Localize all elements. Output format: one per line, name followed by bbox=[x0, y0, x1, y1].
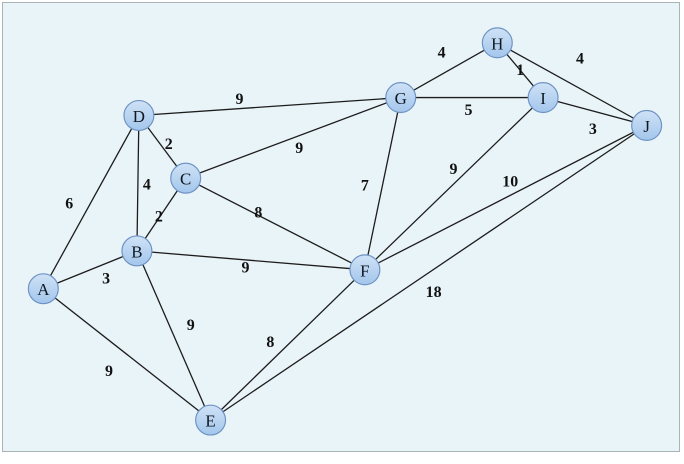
node-label-F: F bbox=[360, 261, 369, 280]
edge-weight-I-J: 3 bbox=[589, 121, 597, 138]
edge-I-J bbox=[542, 96, 647, 127]
edge-weight-G-I: 5 bbox=[464, 102, 472, 119]
node-label-G: G bbox=[395, 89, 407, 108]
edge-A-D bbox=[42, 115, 140, 290]
node-circle-A bbox=[27, 273, 59, 305]
node-circle-B bbox=[121, 235, 153, 267]
edge-A-E bbox=[42, 288, 211, 421]
node-circle-F bbox=[349, 254, 381, 286]
node-B: B bbox=[121, 235, 153, 267]
node-H: H bbox=[481, 27, 513, 59]
edge-weight-F-J: 10 bbox=[502, 174, 518, 191]
node-label-A: A bbox=[37, 280, 50, 299]
node-C: C bbox=[170, 162, 202, 194]
edge-weight-B-F: 9 bbox=[241, 259, 249, 276]
edge-D-G bbox=[138, 96, 401, 117]
node-label-C: C bbox=[180, 170, 191, 189]
node-circle-D bbox=[123, 99, 155, 132]
node-label-J: J bbox=[643, 117, 650, 136]
node-I: I bbox=[527, 82, 559, 114]
node-label-H: H bbox=[491, 34, 503, 53]
edge-E-F bbox=[210, 269, 366, 421]
edge-weight-A-D: 6 bbox=[65, 196, 73, 213]
edge-F-J bbox=[364, 124, 647, 271]
node-circle-I bbox=[527, 82, 559, 114]
node-G: G bbox=[385, 82, 417, 114]
edge-weight-C-F: 8 bbox=[254, 205, 262, 222]
node-circle-J bbox=[631, 109, 663, 141]
node-D: D bbox=[123, 99, 155, 132]
edge-A-B bbox=[43, 250, 138, 290]
edge-weight-E-F: 8 bbox=[266, 334, 274, 351]
edge-D-B bbox=[136, 115, 140, 251]
edge-weight-A-E: 9 bbox=[105, 363, 113, 380]
node-F: F bbox=[349, 254, 381, 286]
edge-weight-B-E: 9 bbox=[187, 317, 195, 334]
edge-F-I bbox=[364, 97, 544, 271]
edge-weight-H-J: 4 bbox=[576, 50, 584, 67]
node-A: A bbox=[27, 273, 59, 305]
node-label-I: I bbox=[540, 89, 546, 108]
node-circle-E bbox=[195, 404, 227, 436]
edge-weight-G-H: 4 bbox=[438, 44, 446, 61]
edge-F-G bbox=[364, 97, 402, 270]
edge-weight-C-B: 2 bbox=[155, 209, 163, 226]
edge-weight-E-J: 18 bbox=[426, 284, 442, 301]
edge-weight-F-I: 9 bbox=[450, 161, 458, 178]
edge-C-G bbox=[185, 96, 401, 179]
edge-G-H bbox=[400, 42, 498, 99]
edge-weight-C-G: 9 bbox=[295, 140, 303, 157]
node-E: E bbox=[195, 404, 227, 436]
node-label-B: B bbox=[131, 242, 142, 261]
node-J: J bbox=[631, 109, 663, 141]
edge-B-E bbox=[136, 250, 212, 421]
edge-weight-D-C: 2 bbox=[165, 136, 173, 153]
edge-E-J bbox=[210, 124, 647, 421]
edge-weight-D-B: 4 bbox=[143, 177, 151, 194]
node-label-E: E bbox=[205, 412, 215, 431]
node-circle-G bbox=[385, 82, 417, 114]
node-circle-C bbox=[170, 162, 202, 194]
edge-weight-H-I: 1 bbox=[516, 62, 524, 79]
edge-B-F bbox=[136, 250, 365, 271]
edge-weight-D-G: 9 bbox=[235, 91, 243, 108]
edge-C-F bbox=[185, 177, 366, 271]
edge-H-J bbox=[496, 42, 647, 127]
edge-weight-A-B: 3 bbox=[102, 270, 110, 287]
node-circle-H bbox=[481, 27, 513, 59]
edge-weight-F-G: 7 bbox=[361, 178, 369, 195]
node-label-D: D bbox=[133, 107, 145, 126]
